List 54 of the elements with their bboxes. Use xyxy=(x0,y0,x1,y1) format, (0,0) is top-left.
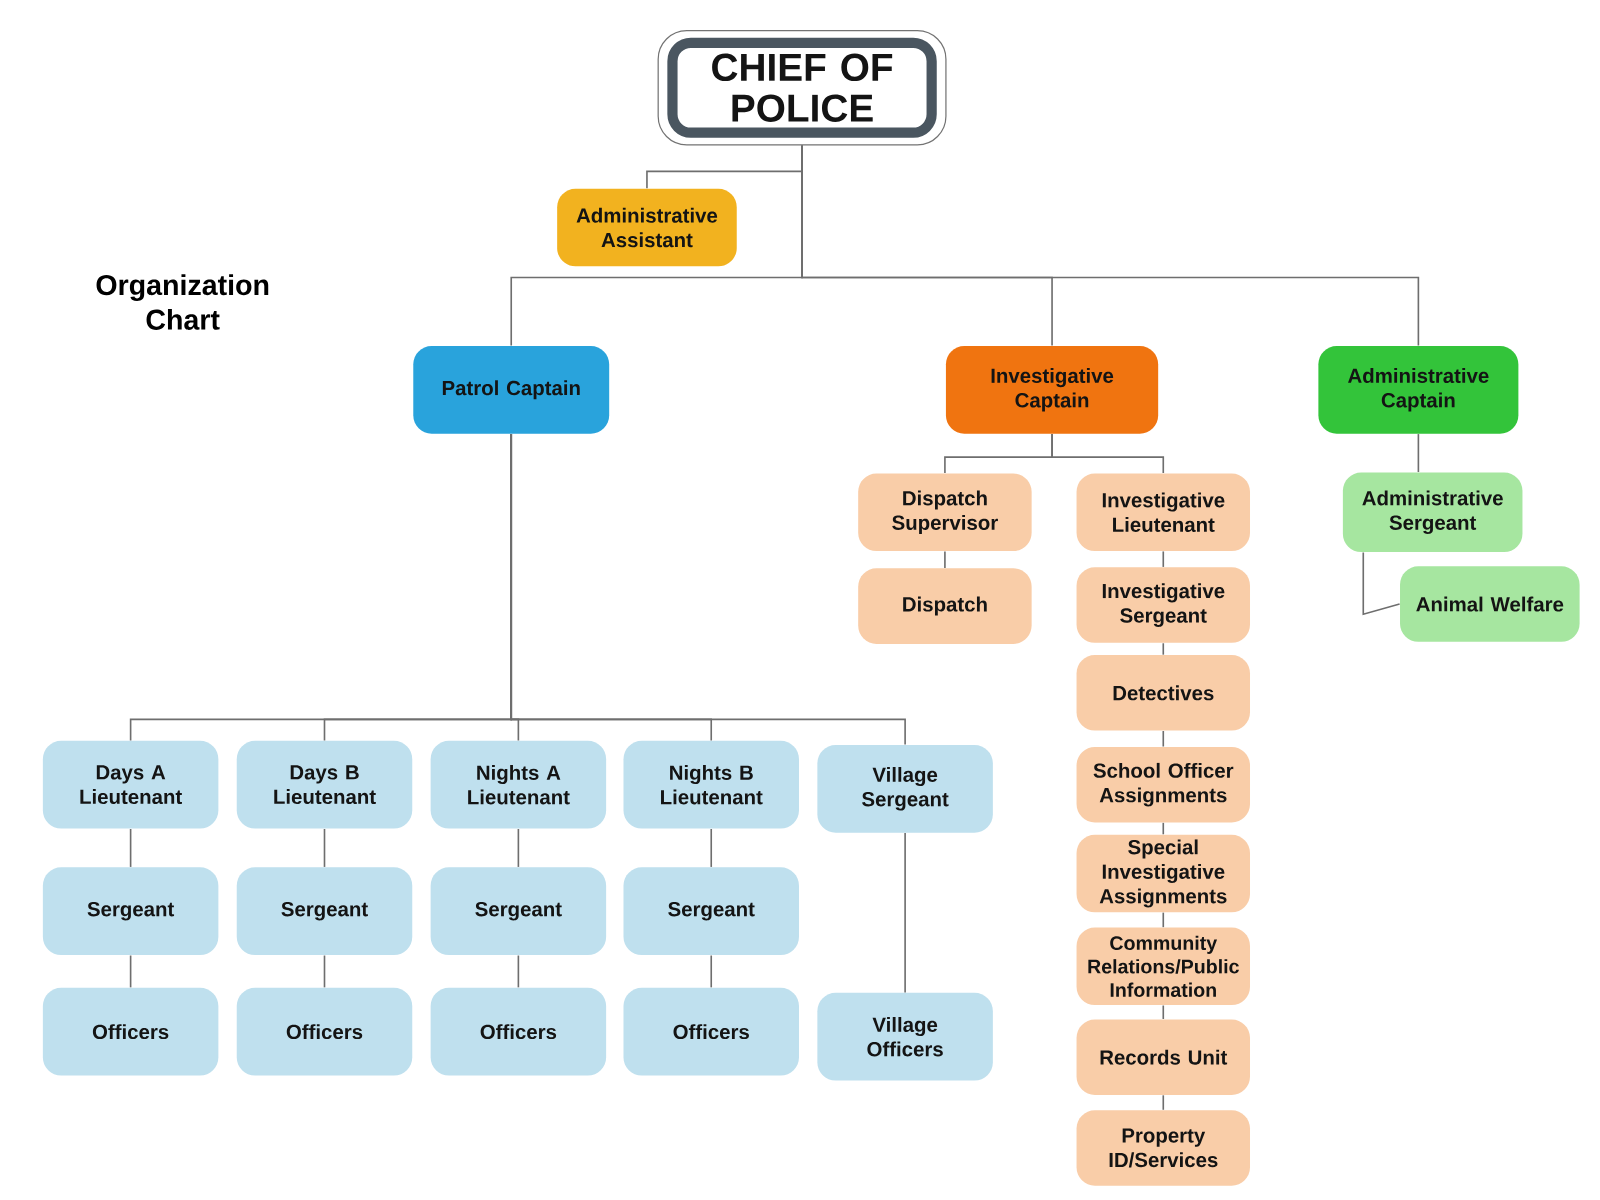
connector-line xyxy=(1162,642,1165,656)
role-box: School Officer Assignments xyxy=(1076,746,1250,823)
role-box: Officers xyxy=(430,987,607,1076)
role-box: Dispatch Supervisor xyxy=(858,473,1032,551)
role-box: Dispatch xyxy=(858,568,1032,644)
role-box: Sergeant xyxy=(236,867,413,956)
role-box: Officers xyxy=(623,987,799,1076)
role-box: Animal Welfare xyxy=(1400,566,1580,642)
connector-line xyxy=(517,954,520,989)
role-box: Village Sergeant xyxy=(817,744,993,833)
role-box: Village Officers xyxy=(817,992,993,1081)
role-box: Administrative Sergeant xyxy=(1342,472,1523,553)
connector-line xyxy=(1162,911,1165,928)
connector-line xyxy=(323,828,326,868)
role-box: Special Investigative Assignments xyxy=(1076,834,1250,913)
connector-line xyxy=(1362,551,1401,616)
role-box: Sergeant xyxy=(430,867,607,956)
connector-line xyxy=(510,433,906,746)
title-box: CHIEF OF POLICE xyxy=(657,30,947,146)
connector-line xyxy=(323,954,326,989)
connector-line xyxy=(710,828,713,868)
role-box: Community Relations/Public Information xyxy=(1076,927,1250,1006)
role-box: Nights B Lieutenant xyxy=(623,740,799,829)
connector-line xyxy=(801,144,1420,347)
role-box: Administrative Assistant xyxy=(557,188,737,267)
connector-line xyxy=(129,828,132,868)
connector-line xyxy=(904,832,906,994)
role-box: Patrol Captain xyxy=(413,345,610,434)
connector-line xyxy=(517,828,520,868)
role-box: Property ID/Services xyxy=(1076,1110,1250,1186)
role-box: Officers xyxy=(42,987,219,1076)
connector-line xyxy=(710,954,713,989)
connector-line xyxy=(1162,550,1165,568)
connector-line xyxy=(1417,433,1420,473)
role-box: Sergeant xyxy=(623,867,799,956)
role-box: Records Unit xyxy=(1076,1019,1250,1095)
role-box: Investigative Captain xyxy=(945,345,1159,434)
connector-line xyxy=(1162,822,1165,836)
role-box: Investigative Sergeant xyxy=(1076,567,1250,643)
role-box: Administrative Captain xyxy=(1318,345,1519,434)
role-box: Detectives xyxy=(1076,655,1250,731)
role-box: Sergeant xyxy=(42,867,219,956)
connector-line xyxy=(944,550,946,569)
connector-line xyxy=(1051,433,1165,474)
connector-line xyxy=(1162,730,1165,748)
connector-line xyxy=(1162,1094,1165,1111)
role-box: Days A Lieutenant xyxy=(42,740,219,829)
role-box: Investigative Lieutenant xyxy=(1076,473,1250,551)
chart-title: Organization Chart xyxy=(96,274,269,330)
role-box: Days B Lieutenant xyxy=(236,740,413,829)
connector-line xyxy=(1162,1004,1165,1020)
role-box: Officers xyxy=(236,987,413,1076)
role-box: Nights A Lieutenant xyxy=(430,740,607,829)
connector-line xyxy=(129,954,132,989)
